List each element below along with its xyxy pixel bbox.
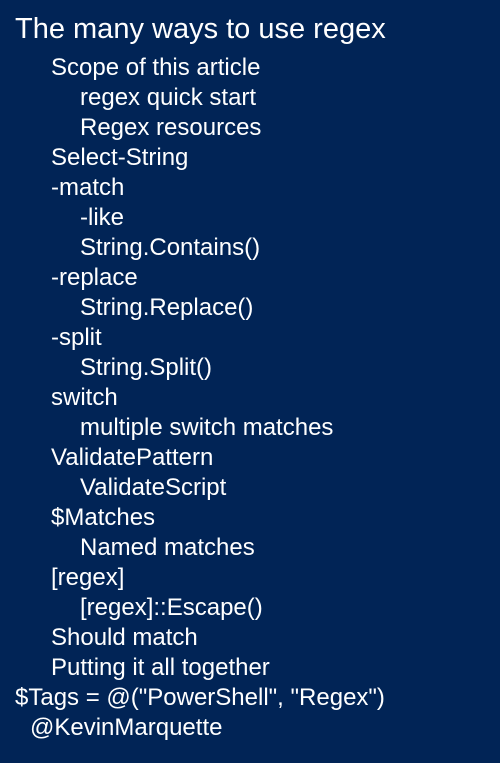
toc-item: Putting it all together [51, 654, 270, 681]
toc-subitem: Regex resources [80, 114, 262, 141]
toc-item: switch [51, 384, 118, 411]
toc-item: Should match [51, 624, 198, 651]
toc-item: -replace [51, 264, 138, 291]
toc-subitem: ValidateScript [80, 474, 227, 501]
toc-item: Scope of this article [51, 54, 261, 81]
toc-subitem: String.Split() [80, 354, 213, 381]
toc-item: -match [51, 174, 125, 201]
page-title: The many ways to use regex [15, 13, 386, 45]
toc-subitem: multiple switch matches [80, 414, 334, 441]
tags-line: $Tags = @("PowerShell", "Regex") [15, 684, 385, 711]
toc-item: -split [51, 324, 102, 351]
toc-item: Select-String [51, 144, 189, 171]
toc-subitem: [regex]::Escape() [80, 594, 263, 621]
toc-subitem: -like [80, 204, 125, 231]
toc-item: [regex] [51, 564, 125, 591]
toc-subitem: String.Replace() [80, 294, 254, 321]
toc-subitem: regex quick start [80, 84, 257, 111]
toc-item: $Matches [51, 504, 156, 531]
table-of-contents: Scope of this article regex quick start … [0, 53, 333, 683]
author-handle: @KevinMarquette [30, 714, 223, 741]
toc-subitem: Named matches [80, 534, 255, 561]
toc-subitem: String.Contains() [80, 234, 261, 261]
toc-item: ValidatePattern [51, 444, 214, 471]
